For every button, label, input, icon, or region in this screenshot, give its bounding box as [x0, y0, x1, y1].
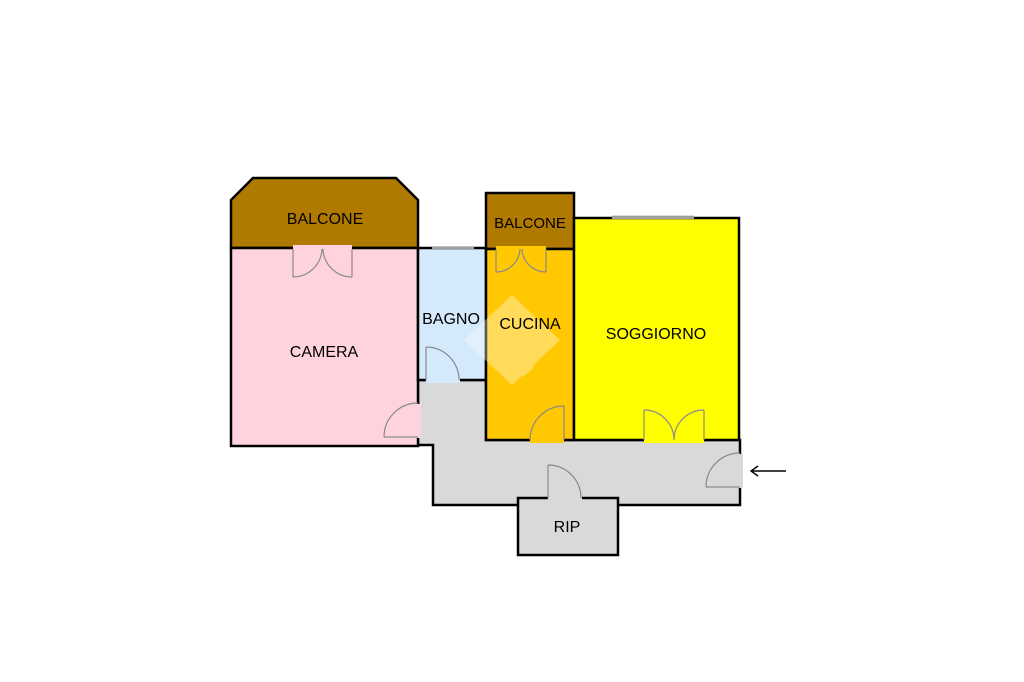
label-balcone-right: BALCONE [494, 215, 566, 232]
door-bagno [425, 346, 460, 383]
label-rip: RIP [554, 519, 581, 536]
door-camera-balcone [292, 245, 353, 278]
label-soggiorno: SOGGIORNO [606, 326, 706, 343]
doors [292, 245, 743, 501]
arrow-left-icon [749, 465, 786, 477]
door-camera [383, 402, 421, 438]
label-bagno: BAGNO [422, 311, 480, 328]
door-cucina-balcone [495, 246, 547, 273]
label-camera: CAMERA [290, 344, 359, 361]
door-cucina [529, 405, 565, 443]
door-entrance [705, 452, 743, 488]
room-rip [516, 496, 620, 557]
door-soggiorno [643, 409, 705, 443]
watermark-logo-icon [464, 295, 560, 385]
label-balcone-left: BALCONE [287, 211, 363, 228]
label-cucina: CUCINA [499, 316, 561, 333]
windows [432, 215, 694, 249]
door-rip [547, 464, 582, 501]
